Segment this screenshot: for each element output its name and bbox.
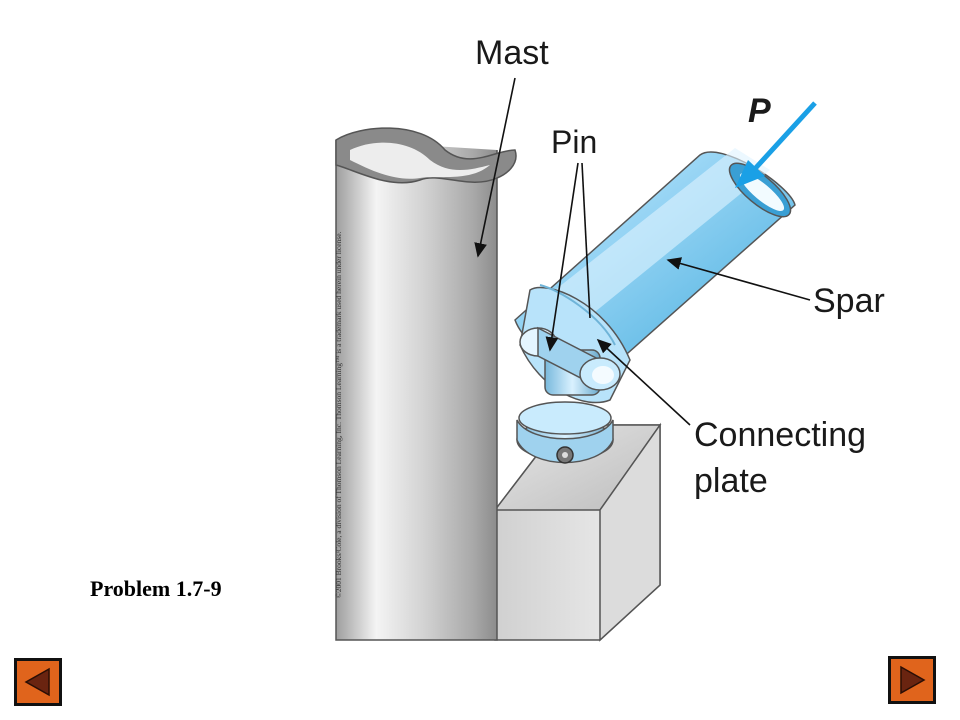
previous-slide-button[interactable] bbox=[14, 658, 62, 706]
lower-clevis bbox=[516, 401, 614, 464]
pin bbox=[519, 326, 621, 391]
spar-label: Spar bbox=[813, 282, 885, 320]
triangle-right-icon bbox=[900, 665, 926, 695]
plate-leader bbox=[596, 338, 691, 426]
mast-leader bbox=[474, 77, 516, 258]
problem-title: Problem 1.7-9 bbox=[90, 576, 222, 601]
mast-label: Mast bbox=[475, 34, 549, 72]
pin-leader-2 bbox=[581, 162, 591, 319]
triangle-left-icon bbox=[24, 667, 50, 697]
connecting-plate-label-line2: plate bbox=[694, 462, 768, 500]
force-arrow-p bbox=[735, 101, 817, 188]
connecting-plate-label-line1: Connecting bbox=[694, 416, 867, 454]
pin-label: Pin bbox=[551, 124, 598, 160]
leader-lines bbox=[474, 77, 811, 426]
force-label-p: P bbox=[748, 92, 771, 130]
mast bbox=[335, 127, 517, 641]
pin-leader bbox=[545, 162, 579, 352]
spar-leader bbox=[666, 257, 811, 301]
next-slide-button[interactable] bbox=[888, 656, 936, 704]
base-block bbox=[493, 422, 662, 642]
copyright-notice: ©2001 Brooks/Cole, a division of Thomson… bbox=[334, 231, 343, 598]
